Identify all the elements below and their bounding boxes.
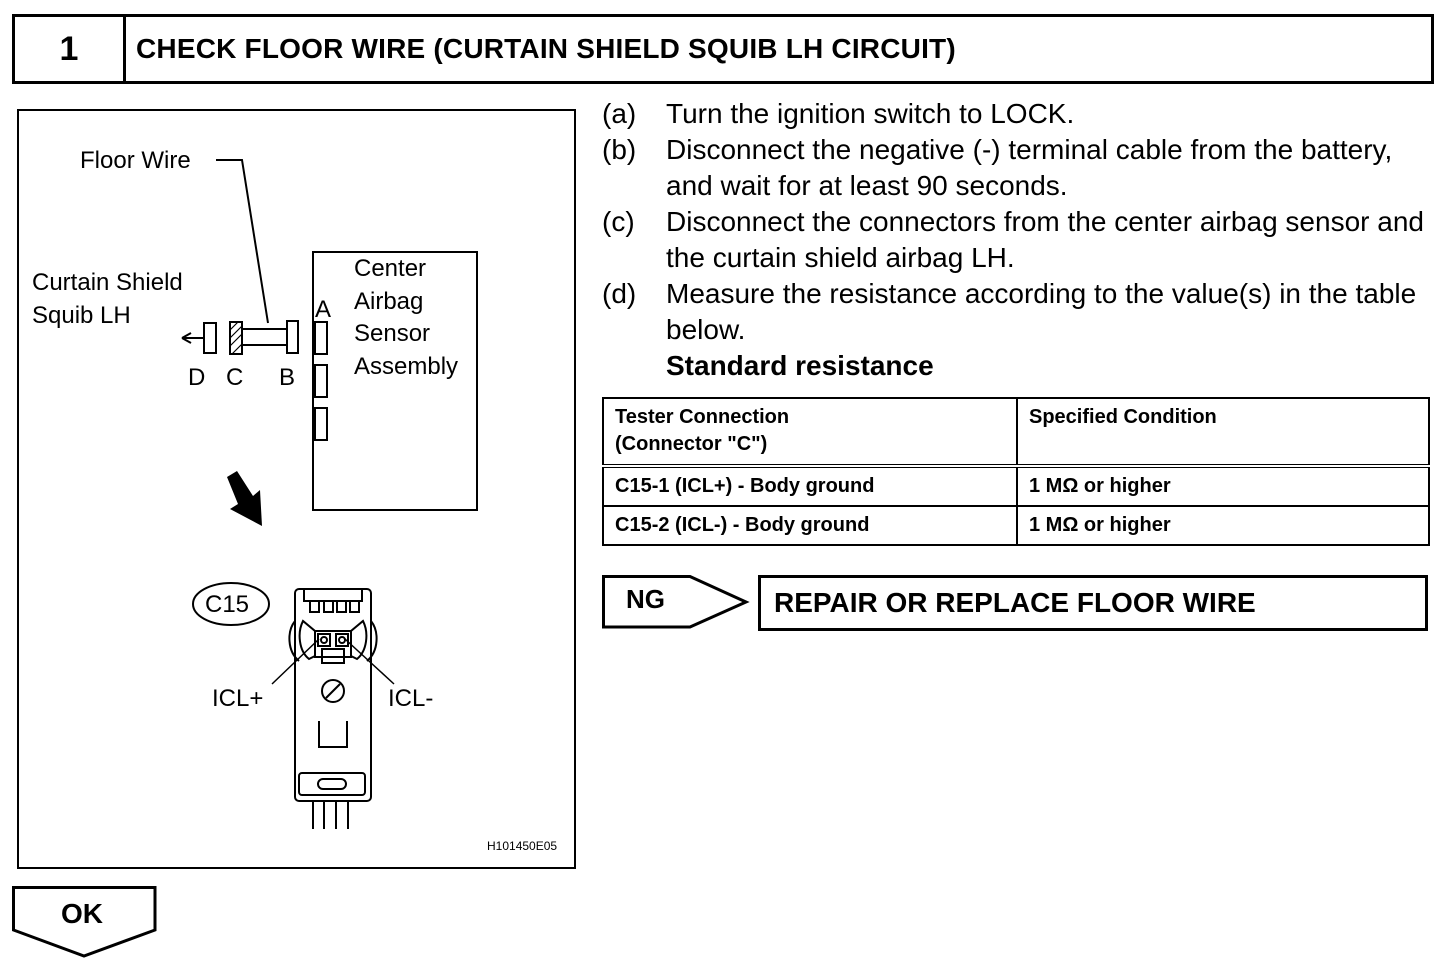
step-text: Turn the ignition switch to LOCK. (666, 98, 1075, 129)
step-b: (b) Disconnect the negative (-) terminal… (602, 132, 1432, 204)
sensor-label-line3: Sensor (354, 320, 431, 347)
step-d: (d) Measure the resistance according to … (602, 276, 1432, 348)
spec-table: Tester Connection (Connector "C") Specif… (602, 397, 1430, 546)
squib-label-line1: Curtain Shield (32, 269, 183, 296)
down-arrow (227, 471, 262, 526)
step-title: CHECK FLOOR WIRE (CURTAIN SHIELD SQUIB L… (136, 33, 956, 64)
step-c: (c) Disconnect the connectors from the c… (602, 204, 1432, 276)
step-text: Disconnect the negative (-) terminal cab… (666, 134, 1393, 201)
connector-c-label: C (226, 364, 244, 391)
table-cell-connection: C15-1 (ICL+) - Body ground (602, 465, 1018, 507)
table-header-row: Tester Connection (Connector "C") Specif… (602, 397, 1430, 468)
table-row: C15-2 (ICL-) - Body ground 1 MΩ or highe… (602, 505, 1430, 546)
connector-a-slot (314, 321, 328, 355)
sensor-label-line2: Airbag (354, 288, 424, 315)
wiring-illustration: Floor Wire Curtain Shield Squib LH Cente… (17, 109, 576, 869)
standard-resistance-label: Standard resistance (666, 350, 934, 381)
ng-label: NG (626, 584, 665, 614)
table-cell-connection: C15-2 (ICL-) - Body ground (602, 505, 1018, 546)
connector-code-label: C15 (205, 591, 250, 618)
connector-code-ellipse (192, 582, 270, 626)
table-cell-condition: 1 MΩ or higher (1016, 505, 1430, 546)
squib-label-line2: Squib LH (32, 302, 131, 329)
squib-arrow (181, 332, 204, 344)
step-text: Disconnect the connectors from the cente… (666, 206, 1424, 273)
connector-diagram (181, 159, 478, 829)
ok-arrow-icon (12, 886, 157, 958)
connector-b-label: B (279, 364, 296, 391)
step-header: 1 CHECK FLOOR WIRE (CURTAIN SHIELD SQUIB… (12, 14, 1434, 84)
procedure-steps: (a) Turn the ignition switch to LOCK. (b… (602, 96, 1432, 384)
floor-wire-label: Floor Wire (80, 147, 191, 174)
step-number: 1 (15, 17, 126, 81)
step-letter: (a) (602, 98, 637, 129)
icl-minus-label: ICL- (388, 685, 434, 712)
icl-plus-leader (271, 638, 320, 685)
connector-d-label: D (188, 364, 206, 391)
header-col1-line2: (Connector "C") (615, 433, 768, 455)
icl-plus-label: ICL+ (212, 685, 264, 712)
step-a: (a) Turn the ignition switch to LOCK. (602, 96, 1432, 132)
header-col1-line1: Tester Connection (615, 406, 790, 428)
icl-minus-leader (344, 638, 395, 685)
connector-a-label: A (315, 296, 332, 323)
floor-wire-leader (216, 159, 269, 324)
step-letter: (c) (602, 206, 635, 237)
step-letter: (b) (602, 134, 637, 165)
table-row: C15-1 (ICL+) - Body ground 1 MΩ or highe… (602, 465, 1430, 507)
ng-action-box: REPAIR OR REPLACE FLOOR WIRE (758, 575, 1428, 631)
sensor-slot-2 (314, 364, 328, 398)
floor-wire-body (241, 328, 288, 346)
header-tester-connection: Tester Connection (Connector "C") (602, 397, 1018, 468)
sensor-label-line4: Assembly (354, 353, 459, 380)
ng-arrow-icon (602, 575, 750, 629)
step-text: Measure the resistance according to the … (666, 278, 1417, 345)
illustration-code: H101450E05 (487, 839, 558, 853)
step-letter: (d) (602, 278, 637, 309)
table-cell-condition: 1 MΩ or higher (1016, 465, 1430, 507)
c15-connector-drawing (288, 588, 378, 829)
connector-b (286, 320, 299, 354)
sensor-label-line1: Center (354, 255, 427, 282)
header-specified-condition: Specified Condition (1016, 397, 1430, 468)
connector-d (203, 322, 217, 354)
ok-label: OK (61, 898, 103, 929)
sensor-slot-3 (314, 407, 328, 441)
center-airbag-sensor-box (312, 251, 478, 511)
